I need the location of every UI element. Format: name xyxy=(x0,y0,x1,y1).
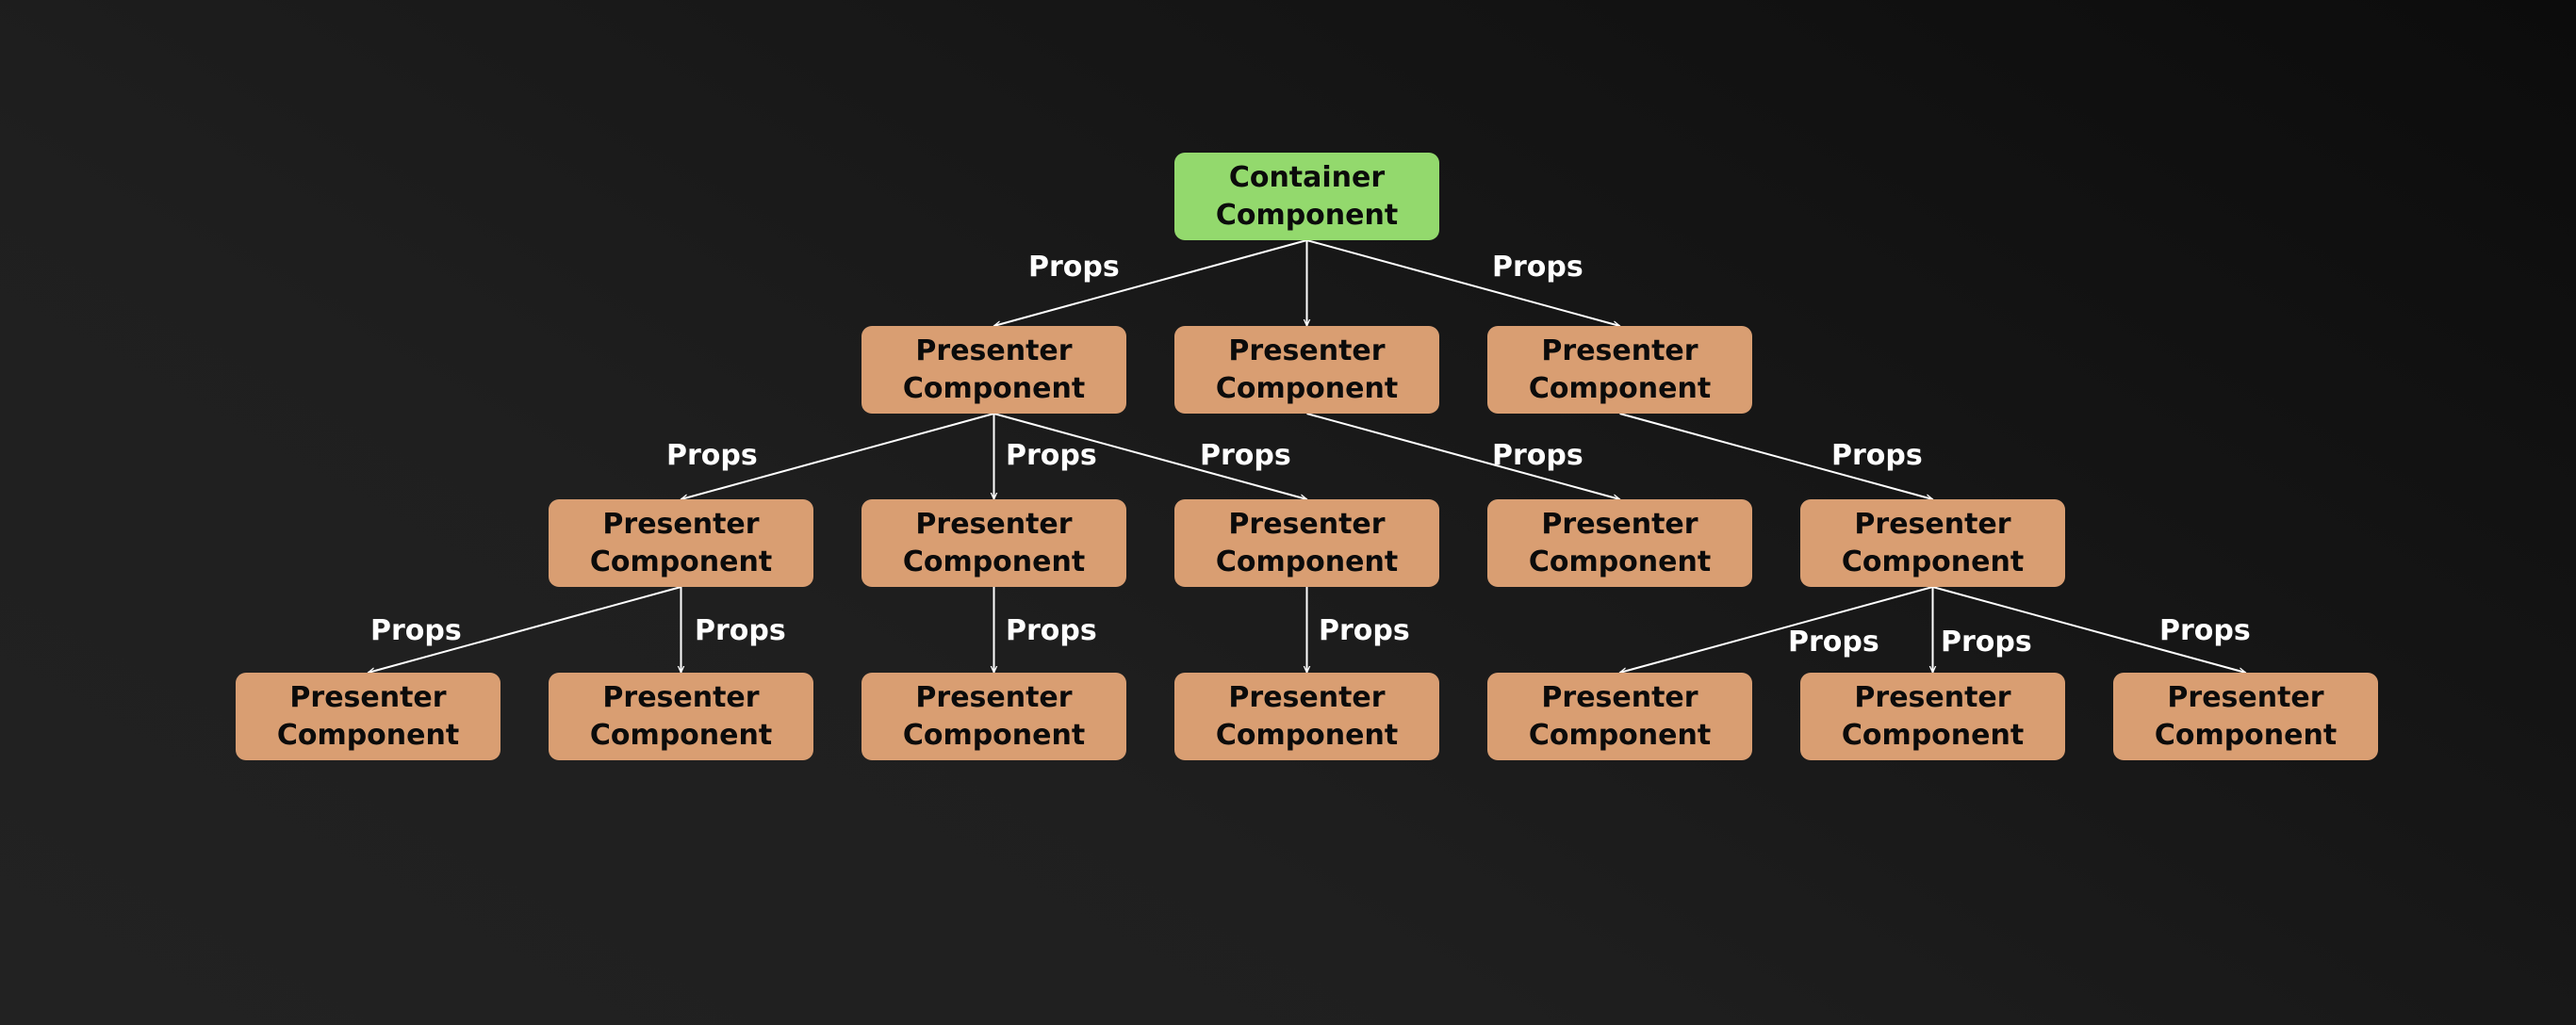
node-label-line2: Component xyxy=(2154,718,2338,752)
node-label-line2: Component xyxy=(1215,545,1399,578)
props-edge-label: Props xyxy=(1319,614,1410,647)
props-edge-arrow xyxy=(1620,586,1933,673)
node-label-line2: Component xyxy=(902,371,1086,405)
props-edge-label: Props xyxy=(2159,614,2251,647)
node-label-line1: Presenter xyxy=(289,680,447,714)
node-label-line1: Presenter xyxy=(1228,507,1386,541)
node-label-line1: Presenter xyxy=(915,507,1073,541)
props-edge-label: Props xyxy=(1200,439,1291,472)
node-label-line1: Presenter xyxy=(1541,507,1698,541)
node-label-line1: Presenter xyxy=(602,507,760,541)
props-edge-arrow xyxy=(1306,413,1620,499)
node-label-line2: Component xyxy=(1528,545,1712,578)
props-edge-label: Props xyxy=(666,439,758,472)
props-edge-label: Props xyxy=(370,614,462,647)
props-edge-label: Props xyxy=(1006,439,1097,472)
props-edge-label: Props xyxy=(695,614,786,647)
props-edge-label: Props xyxy=(1492,251,1583,284)
node-label-line2: Component xyxy=(1528,718,1712,752)
node-label-line2: Component xyxy=(1841,545,2025,578)
node-label-line1: Presenter xyxy=(1228,680,1386,714)
node-label-line1: Presenter xyxy=(1541,680,1698,714)
props-edge-arrow xyxy=(1932,586,2246,673)
props-edge-arrow xyxy=(993,413,1307,499)
node-label-line1: Presenter xyxy=(1228,334,1386,367)
props-edge-arrow xyxy=(681,413,994,499)
node-label-line1: Presenter xyxy=(915,334,1073,367)
props-edge-label: Props xyxy=(1006,614,1097,647)
node-label-line1: Container xyxy=(1228,160,1386,194)
node-label-line2: Component xyxy=(1528,371,1712,405)
node-label-line2: Component xyxy=(589,545,773,578)
node-label-line1: Presenter xyxy=(1541,334,1698,367)
props-edge-label: Props xyxy=(1492,439,1583,472)
node-label-line2: Component xyxy=(902,718,1086,752)
props-edge-label: Props xyxy=(1788,626,1879,659)
node-label-line2: Component xyxy=(1215,718,1399,752)
props-edge-arrow xyxy=(1306,239,1620,326)
node-label-line1: Presenter xyxy=(2167,680,2324,714)
node-label-line1: Presenter xyxy=(1854,507,2011,541)
props-edge-label: Props xyxy=(1028,251,1120,284)
props-edge-arrow xyxy=(1619,413,1933,499)
props-edge-label: Props xyxy=(1831,439,1923,472)
props-edge-label: Props xyxy=(1941,626,2032,659)
props-edge-arrow xyxy=(994,239,1307,326)
node-label-line1: Presenter xyxy=(915,680,1073,714)
node-label-line2: Component xyxy=(1215,198,1399,232)
node-label-line2: Component xyxy=(589,718,773,752)
node-label-line2: Component xyxy=(902,545,1086,578)
node-label-line2: Component xyxy=(276,718,460,752)
node-label-line2: Component xyxy=(1841,718,2025,752)
props-edge-arrow xyxy=(369,586,681,673)
node-label-line1: Presenter xyxy=(1854,680,2011,714)
node-label-line1: Presenter xyxy=(602,680,760,714)
node-label-line2: Component xyxy=(1215,371,1399,405)
